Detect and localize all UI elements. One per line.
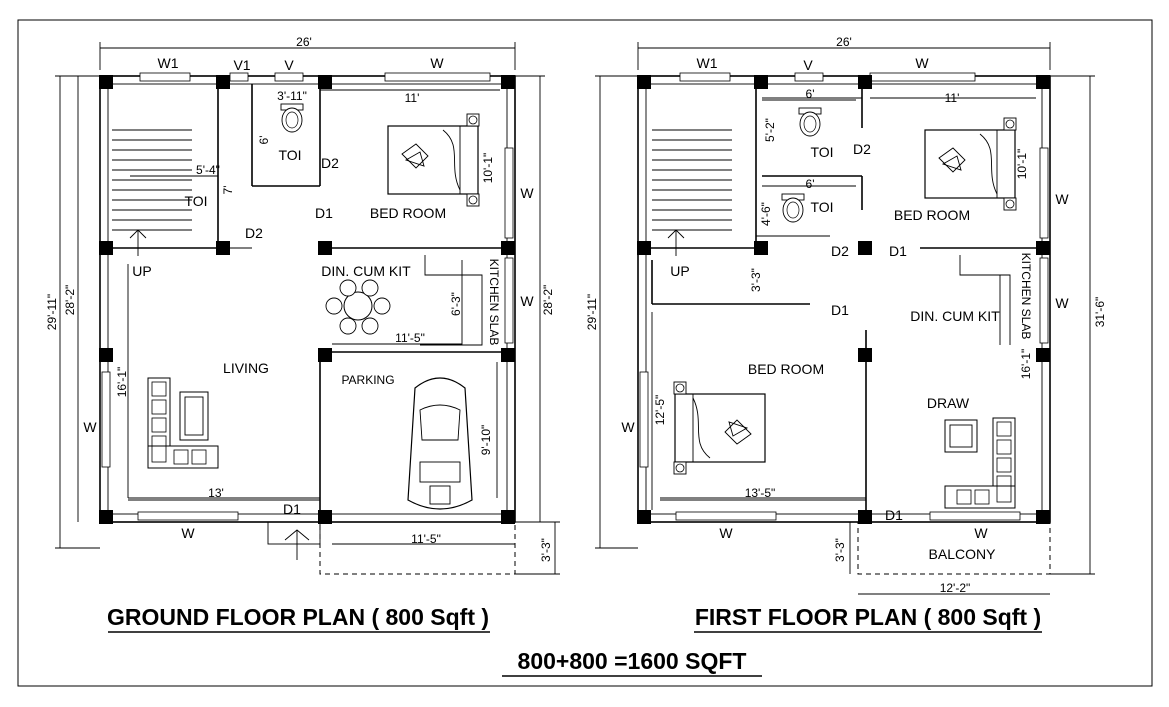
ground-dim-3-3: 3'-3" <box>539 538 553 562</box>
first-label-d1b: D1 <box>831 302 849 318</box>
ground-label-w1: W1 <box>158 55 179 71</box>
first-dim-total-width: 26' <box>836 35 852 49</box>
ground-label-v1: V1 <box>233 57 250 73</box>
first-label-d1a: D1 <box>889 243 907 259</box>
ground-dim-13: 13' <box>208 486 224 500</box>
ground-dim-11: 11' <box>405 91 420 105</box>
first-floor-plan: 26' W1 V W 6' 11' 5'-2" TOI D2 6' 4'-6" … <box>585 35 1107 595</box>
ground-toilet <box>280 103 304 133</box>
ground-label-parking: PARKING <box>341 373 394 387</box>
ground-dim-29-11: 29'-11" <box>45 294 59 330</box>
first-label-kitchen-slab: KITCHEN SLAB <box>1019 253 1033 340</box>
ground-label-w-right1: W <box>520 185 534 201</box>
ground-label-toi: TOI <box>184 193 207 209</box>
window-w1 <box>139 72 191 82</box>
ground-dim-7: 7' <box>221 186 235 195</box>
window-w-top <box>384 72 491 82</box>
ground-dim-16-1: 16'-1" <box>115 367 129 398</box>
first-dim-3-3b: 3'-3" <box>833 538 847 562</box>
first-dim-12-5: 12'-5" <box>653 395 667 426</box>
ground-dim-total-width: 26' <box>296 35 312 49</box>
first-label-w-left: W <box>621 419 635 435</box>
first-bed-1 <box>924 117 1017 211</box>
window-w-right1 <box>504 147 514 239</box>
window-v1 <box>229 72 249 82</box>
total-area-label: 800+800 =1600 SQFT <box>518 648 747 674</box>
first-dim-6a: 6' <box>806 87 815 101</box>
ground-label-d1a: D1 <box>315 205 333 221</box>
ground-floor-plan: 26' W1 V1 V W 3'-11" 11' 6' TOI D2 5'-4"… <box>45 35 560 575</box>
sheet-border <box>17 19 1153 687</box>
first-dim-13-5: 13'-5" <box>745 486 776 500</box>
ground-dim-6-3: 6'-3" <box>449 292 463 316</box>
ground-dim-3-11: 3'-11" <box>277 89 307 103</box>
first-label-d1c: D1 <box>885 507 903 523</box>
window-w-left <box>101 371 111 468</box>
ground-label-w-right2: W <box>520 293 534 309</box>
ground-label-bedroom: BED ROOM <box>370 205 446 221</box>
ground-label-v: V <box>284 57 294 73</box>
ground-dim-28-2b: 28'-2" <box>541 285 555 316</box>
ground-label-toi-small: TOI <box>278 147 301 163</box>
first-dim-11: 11' <box>945 91 960 105</box>
first-label-d2b: D2 <box>831 243 849 259</box>
ground-dim-11-5b: 11'-5" <box>411 532 441 546</box>
first-label-balcony: BALCONY <box>929 546 997 562</box>
first-toilet-2 <box>781 193 805 223</box>
ground-label-w-top: W <box>430 55 444 71</box>
ground-label-w-bottom: W <box>181 525 195 541</box>
first-label-w-bottom2: W <box>974 525 988 541</box>
ground-label-w-left: W <box>83 419 97 435</box>
first-label-v: V <box>803 57 813 73</box>
window-w-bottom <box>137 511 239 521</box>
first-bed-2 <box>673 381 766 475</box>
first-dim-3-3a: 3'-3" <box>749 268 763 292</box>
first-outer-wall <box>637 75 1051 523</box>
ground-floor-title: GROUND FLOOR PLAN ( 800 Sqft ) <box>107 604 489 630</box>
first-label-w-right2: W <box>1055 295 1069 311</box>
ground-dim-10-1: 10'-1" <box>481 153 495 184</box>
ground-dim-28-2a: 28'-2" <box>63 285 77 316</box>
ground-dim-11-5a: 11'-5" <box>395 331 425 345</box>
ground-dim-5-4: 5'-4" <box>196 163 220 177</box>
first-label-w1: W1 <box>697 55 718 71</box>
first-dim-29-11: 29'-11" <box>585 294 599 330</box>
first-dim-5-2: 5'-2" <box>763 118 777 142</box>
first-label-draw: DRAW <box>927 395 970 411</box>
first-floor-title: FIRST FLOOR PLAN ( 800 Sqft ) <box>695 604 1041 630</box>
ground-label-d2a: D2 <box>321 155 339 171</box>
first-label-up: UP <box>670 263 689 279</box>
ground-dim-6: 6' <box>257 136 271 145</box>
first-label-bedroom-2: BED ROOM <box>748 361 824 377</box>
first-dim-31-6: 31'-6" <box>1093 297 1107 328</box>
first-label-w-right1: W <box>1055 191 1069 207</box>
first-label-w-top: W <box>915 55 929 71</box>
car-icon <box>407 377 473 510</box>
window-v <box>274 72 304 82</box>
window-w-right2 <box>504 257 514 344</box>
first-label-toi-1: TOI <box>810 144 833 160</box>
first-dim-6b: 6' <box>806 177 815 191</box>
first-label-bedroom-1: BED ROOM <box>894 207 970 223</box>
ground-label-living: LIVING <box>223 360 269 376</box>
first-label-w-bottom1: W <box>719 525 733 541</box>
ground-label-kitchen-slab: KITCHEN SLAB <box>487 259 501 346</box>
first-dim-4-6: 4'-6" <box>759 202 773 226</box>
first-toilet-1 <box>798 107 822 137</box>
ground-bed <box>387 113 480 207</box>
first-label-d2a: D2 <box>853 141 871 157</box>
ground-label-din-cum-kit: DIN. CUM KIT <box>321 263 411 279</box>
first-label-toi-2: TOI <box>810 199 833 215</box>
first-dim-10-1: 10'-1" <box>1015 149 1029 180</box>
first-dim-12-2: 12'-2" <box>940 581 971 595</box>
ground-dim-9-10: 9'-10" <box>479 425 493 456</box>
first-dim-16-1: 16'-1" <box>1019 349 1033 380</box>
first-label-din-cum-kit: DIN. CUM KIT <box>910 308 1000 324</box>
ground-label-up: UP <box>132 263 151 279</box>
ground-label-d2b: D2 <box>245 225 263 241</box>
ground-label-d1b: D1 <box>283 501 301 517</box>
